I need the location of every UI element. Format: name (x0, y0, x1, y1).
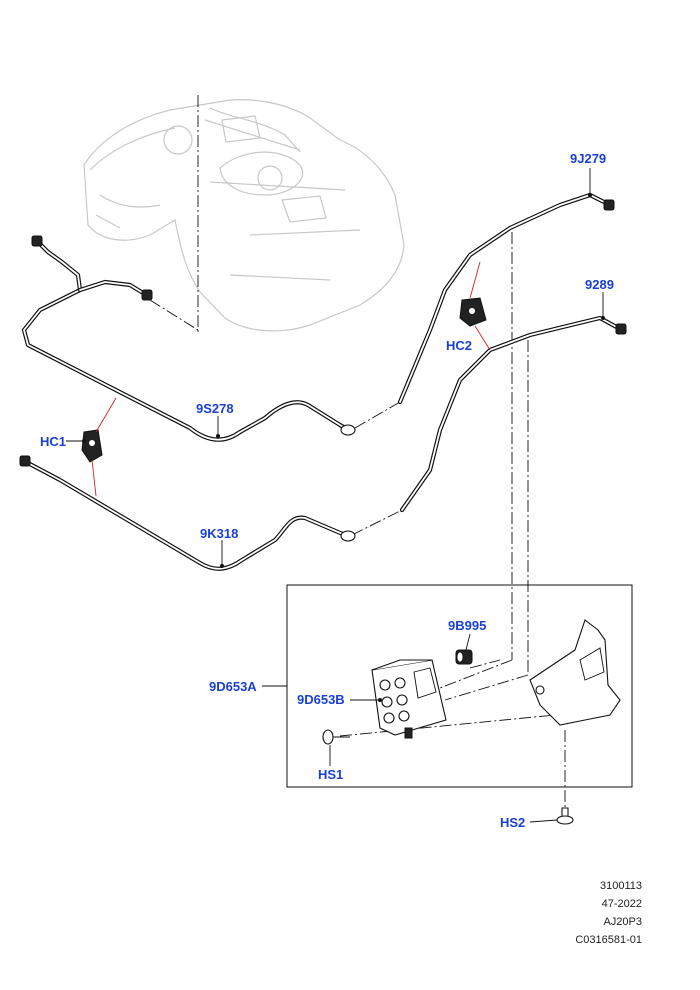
screw-hs1 (322, 729, 350, 745)
mounting-bracket (529, 619, 621, 726)
pipe-9k318 (19, 455, 356, 571)
callout-9j279[interactable]: 9J279 (570, 151, 607, 166)
reference-line-2: 47-2022 (601, 898, 642, 910)
clip-hc2 (459, 261, 491, 351)
canister-9d653b (371, 659, 447, 739)
reference-line-3: AJ20P3 (603, 916, 642, 928)
callout-hc2[interactable]: HC2 (446, 338, 473, 353)
screw-hs2 (556, 807, 574, 825)
callout-hc1[interactable]: HC1 (40, 434, 67, 449)
reference-line-4: C0316581-01 (575, 934, 642, 946)
callout-9s278[interactable]: 9S278 (196, 401, 234, 416)
callout-hs1[interactable]: HS1 (318, 767, 344, 782)
fuel-tank-outline (83, 99, 405, 332)
callout-leaders (66, 168, 605, 823)
pipe-9s278 (21, 235, 356, 442)
alignment-lines (149, 95, 566, 808)
pipe-9j279 (397, 192, 615, 405)
callout-9b995[interactable]: 9B995 (448, 618, 487, 633)
callout-hs2[interactable]: HS2 (500, 815, 526, 830)
pipe-9289 (399, 315, 627, 513)
connector-9b995 (455, 649, 473, 665)
callout-9d653b[interactable]: 9D653B (297, 692, 345, 707)
callout-9d653a[interactable]: 9D653A (209, 679, 257, 694)
clip-hc1 (81, 397, 117, 497)
callout-9289[interactable]: 9289 (585, 277, 614, 292)
callout-9k318[interactable]: 9K318 (200, 526, 239, 541)
reference-line-1: 3100113 (599, 880, 642, 892)
